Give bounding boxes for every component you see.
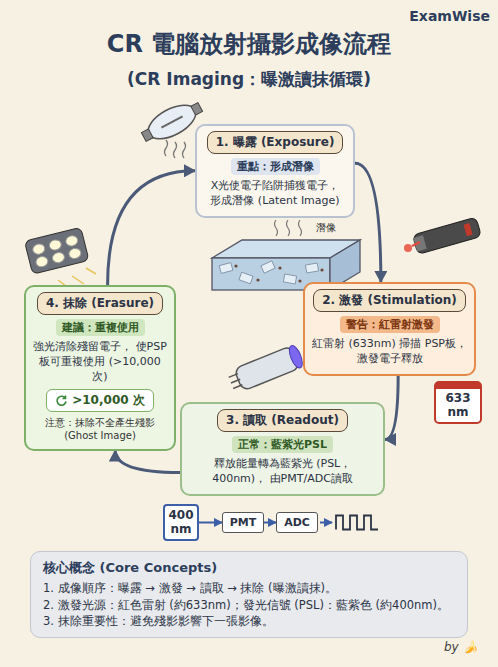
- signal-arrow: [264, 522, 276, 524]
- signal-arrow: [199, 521, 222, 523]
- digital-signal-wave: [336, 516, 378, 530]
- tag-text: 警告：紅雷射激發: [346, 317, 434, 332]
- badge-text: >10,000 次: [72, 392, 145, 409]
- core-concepts-box: 核心概念 (Core Concepts) 1. 成像順序：曝露 → 激發 → 讀取…: [30, 551, 468, 638]
- cycle-arrow: [355, 163, 381, 282]
- pmt-box: PMT: [222, 512, 264, 533]
- chip-text: PMT: [225, 516, 261, 529]
- stage-box: 4. 抹除 (Erasure) 建議：重複使用強光清除殘留電子， 使PSP板可重複…: [24, 285, 176, 451]
- tag-text: 正常：藍紫光PSL: [238, 437, 327, 452]
- stage-heading: 4. 抹除 (Erasure): [37, 292, 163, 315]
- subtitle: (CR Imaging：曝激讀抹循環): [0, 68, 498, 91]
- stage-box: 1. 曝露 (Exposure) 重點：形成潛像 X光使電子陷阱捕獲電子， 形成潛像…: [195, 124, 355, 218]
- tag-text: 建議：重複使用: [62, 320, 139, 335]
- cycle-arrow: [385, 376, 398, 440]
- erasure-lamp: [24, 227, 89, 274]
- author-signature: by 🍌: [444, 640, 478, 654]
- stage-heading: 3. 讀取 (Readout): [217, 409, 348, 432]
- output-arrow: [320, 522, 332, 524]
- stage-text: 釋放能量轉為藍紫光 (PSL，400nm)， 由PMT/ADC讀取: [189, 457, 376, 487]
- lamp-rays: [58, 268, 96, 286]
- pmt-tube: [226, 344, 305, 394]
- normal-tag: 正常：藍紫光PSL: [232, 436, 333, 453]
- stage-box: 2. 激發 (Stimulation) 警告：紅雷射激發紅雷射 (633nm) 掃…: [303, 282, 476, 376]
- red-laser: [412, 217, 481, 254]
- wavelength-box: 400 nm: [163, 504, 199, 541]
- stage-box: 3. 讀取 (Readout) 正常：藍紫光PSL 釋放能量轉為藍紫光 (PSL，4…: [180, 402, 385, 496]
- concept-line: 1. 成像順序：曝露 → 激發 → 讀取 → 抹除 (曝激讀抹)。: [43, 580, 455, 597]
- wavelength-text: 400 nm: [167, 508, 195, 537]
- warning-tag: 警告：紅雷射激發: [340, 316, 440, 333]
- key-tag: 重點：形成潛像: [231, 158, 320, 175]
- concept-line: 2. 激發光源：紅色雷射 (約633nm)；發光信號 (PSL)：藍紫色 (約4…: [43, 597, 455, 614]
- diagram-title: CR 電腦放射攝影成像流程: [0, 28, 498, 60]
- concept-line: 3. 抹除重要性：避免殘影影響下一張影像。: [43, 613, 455, 630]
- recycle-icon: [55, 394, 68, 407]
- wavelength-text: 633 nm: [438, 391, 478, 420]
- stage-text: X光使電子陷阱捕獲電子， 形成潛像 (Latent Image): [204, 179, 346, 209]
- latent-image-label: 潛像: [314, 221, 338, 235]
- stage-text: 強光清除殘留電子， 使PSP板可重複使用 (>10,000 次): [33, 340, 167, 385]
- note-text: 注意：抹除不全產生殘影 (Ghost Image): [33, 416, 167, 442]
- panel-heading: 核心概念 (Core Concepts): [43, 559, 455, 577]
- latent-waves: [275, 220, 302, 236]
- stage-text: 紅雷射 (633nm) 掃描 PSP板，激發電子釋放: [312, 337, 467, 367]
- tag-text: 重點：形成潛像: [237, 159, 314, 174]
- cycle-arrow: [108, 171, 195, 285]
- laser-dot: [404, 244, 412, 252]
- xray-beams: [165, 140, 186, 158]
- stage-heading: 1. 曝露 (Exposure): [207, 131, 344, 154]
- wavelength-box: 633 nm: [434, 381, 482, 424]
- adc-box: ADC: [276, 512, 318, 533]
- advice-tag: 建議：重複使用: [56, 319, 145, 336]
- reuse-badge: >10,000 次: [46, 389, 154, 412]
- stage-heading: 2. 激發 (Stimulation): [313, 289, 466, 312]
- chip-text: ADC: [279, 516, 315, 529]
- laser-beam: [412, 242, 420, 246]
- brand-name: ExamWise: [392, 8, 490, 24]
- cycle-arrow: [115, 451, 180, 473]
